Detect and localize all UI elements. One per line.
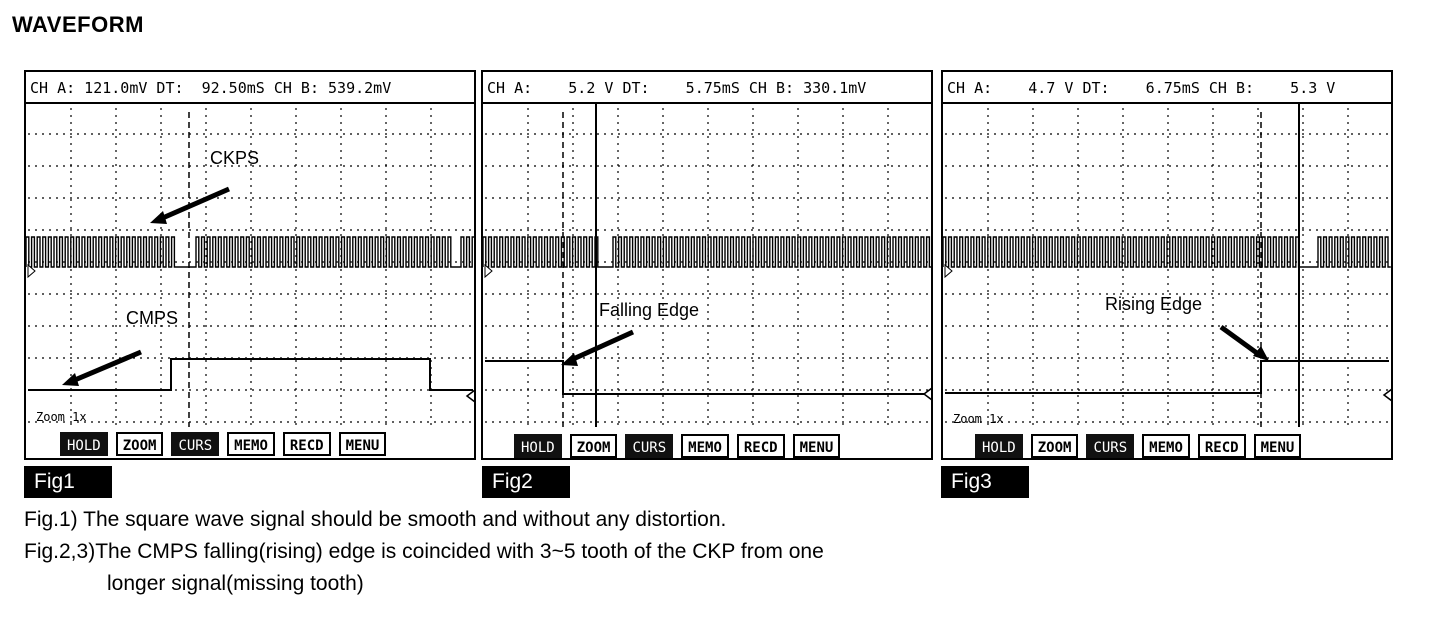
menu-button[interactable]: MENU — [338, 432, 387, 456]
arrow-falling-edge — [569, 329, 635, 363]
scope-header-2: CH A: 5.2 V DT: 5.75mS CH B: 330.1mV — [487, 79, 867, 97]
cmp-signal-2 — [485, 360, 929, 395]
memo-button[interactable]: MEMO — [681, 434, 729, 458]
menu-button[interactable]: MENU — [792, 434, 841, 458]
zoom-button[interactable]: ZOOM — [115, 432, 164, 456]
hold-button[interactable]: HOLD — [60, 432, 108, 456]
channel-a-marker — [484, 263, 493, 279]
curs-button[interactable]: CURS — [1086, 434, 1135, 458]
scope-header-3: CH A: 4.7 V DT: 6.75mS CH B: 5.3 V — [947, 79, 1336, 97]
note-fig23-cont: longer signal(missing tooth) — [107, 572, 364, 595]
zoom-readout-3: Zoom 1x — [953, 412, 1004, 426]
label-rising-edge: Rising Edge — [1105, 294, 1203, 314]
memo-button[interactable]: MEMO — [1142, 434, 1190, 458]
curs-button[interactable]: CURS — [625, 434, 674, 458]
ckp-signal-2 — [483, 236, 931, 279]
ckp-signal-1 — [26, 236, 474, 279]
ckp-signal-3 — [943, 236, 1391, 279]
label-falling-edge: Falling Edge — [599, 300, 700, 320]
scope-header-1: CH A: 121.0mV DT: 92.50mS CH B: 539.2mV — [30, 79, 392, 97]
channel-a-marker — [944, 263, 953, 279]
scope-panel-3: CH A: 4.7 V DT: 6.75mS CH B: 5.3 V Risin… — [941, 70, 1393, 460]
softkey-bar-1: HOLD ZOOM CURS MEMO RECD MENU — [60, 432, 387, 458]
fig-label-1: Fig1 — [24, 466, 112, 498]
trigger-marker-1 — [465, 389, 474, 403]
trigger-marker-3 — [1382, 388, 1391, 402]
curs-button[interactable]: CURS — [171, 432, 220, 456]
trigger-marker-2 — [922, 387, 931, 401]
channel-a-marker — [27, 263, 36, 279]
cmp-signal-1 — [28, 358, 473, 391]
scope-panel-1: CH A: 121.0mV DT: 92.50mS CH B: 539.2mV … — [24, 70, 476, 460]
fig-label-3: Fig3 — [941, 466, 1029, 498]
recd-button[interactable]: RECD — [1197, 434, 1246, 458]
softkey-bar-2: HOLD ZOOM CURS MEMO RECD MENU — [514, 434, 841, 458]
fig-label-2: Fig2 — [482, 466, 570, 498]
scope-display-2 — [483, 102, 931, 427]
zoom-button[interactable]: ZOOM — [569, 434, 618, 458]
cmp-signal-3 — [945, 360, 1389, 394]
hold-button[interactable]: HOLD — [514, 434, 562, 458]
ckp-waveform — [26, 236, 474, 268]
note-fig1: Fig.1) The square wave signal should be … — [24, 508, 727, 531]
recd-button[interactable]: RECD — [282, 432, 331, 456]
menu-button[interactable]: MENU — [1253, 434, 1302, 458]
zoom-button[interactable]: ZOOM — [1030, 434, 1079, 458]
scope-panel-2: CH A: 5.2 V DT: 5.75mS CH B: 330.1mV Fal… — [481, 70, 933, 460]
scope-display-1 — [26, 102, 474, 427]
arrow-cmps — [69, 349, 142, 385]
arrow-rising-edge — [1219, 324, 1263, 359]
page-title: WAVEFORM — [12, 12, 144, 37]
zoom-readout-1: Zoom 1x — [36, 410, 87, 424]
memo-button[interactable]: MEMO — [227, 432, 275, 456]
ckp-waveform — [483, 236, 931, 268]
softkey-bar-3: HOLD ZOOM CURS MEMO RECD MENU — [975, 434, 1302, 458]
label-ckps: CKPS — [210, 148, 260, 168]
scope-display-3 — [943, 102, 1391, 427]
hold-button[interactable]: HOLD — [975, 434, 1023, 458]
ckp-waveform — [943, 236, 1391, 268]
recd-button[interactable]: RECD — [736, 434, 785, 458]
note-fig23: Fig.2,3)The CMPS falling(rising) edge is… — [24, 540, 824, 563]
label-cmps: CMPS — [126, 308, 179, 328]
arrow-ckps — [156, 186, 231, 223]
